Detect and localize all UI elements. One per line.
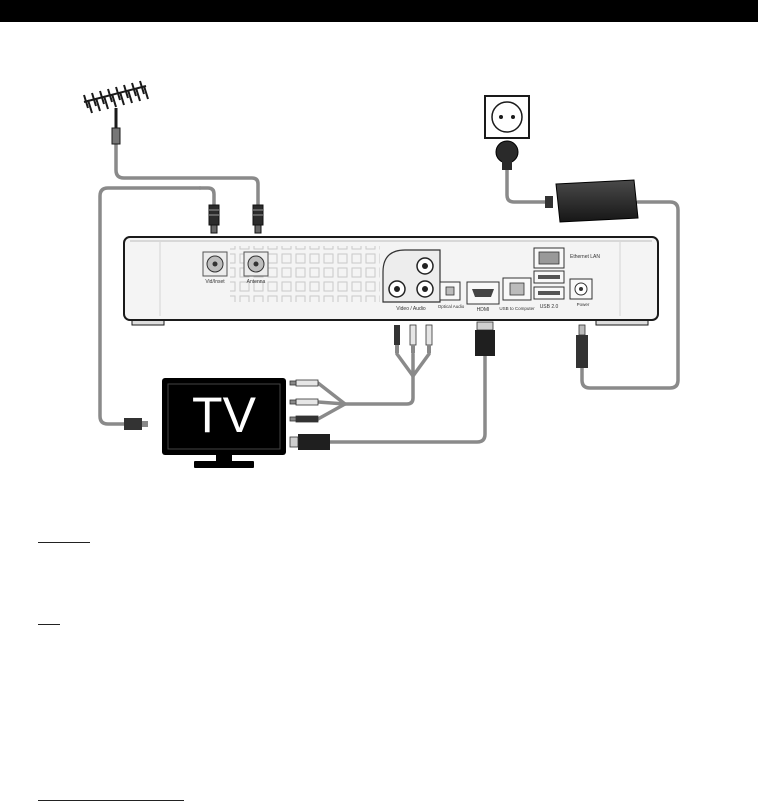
port-label-ethernet: Ethernet LAN [570, 254, 600, 260]
coax-plug-left [208, 204, 220, 234]
port-label-usb-computer: USB to Computer [499, 306, 535, 311]
port-video-audio [382, 249, 441, 303]
port-antenna [243, 251, 269, 277]
cable-composite [343, 374, 415, 406]
underline-mark-3 [38, 800, 184, 801]
coax-plug-right [252, 204, 264, 234]
hdmi-plug-device-side [475, 321, 495, 356]
television: TV [162, 378, 286, 468]
port-label-antenna: Antenna [247, 279, 266, 285]
underline-mark-1 [38, 542, 90, 543]
rca-plugs-tv-side [289, 379, 319, 423]
port-label-hdmi: HDMI [477, 307, 490, 313]
hdmi-plug-tv-side [289, 434, 330, 450]
tv-screen [167, 383, 281, 450]
cable-psu-device [580, 200, 680, 390]
port-label-optical: Optical Audio [438, 304, 465, 309]
power-plug [495, 140, 519, 170]
port-optical [439, 281, 461, 301]
underline-mark-2 [38, 624, 60, 625]
power-supply [545, 179, 639, 223]
cable-loop-tv [98, 186, 202, 426]
power-plug-device-side [576, 324, 588, 368]
tv-neck [216, 455, 232, 461]
port-label-power: Power [577, 302, 590, 307]
cable-composite-legs [395, 352, 431, 378]
tv-label: TV [192, 387, 257, 443]
cable-antenna-branch [198, 186, 216, 207]
cable-antenna-mast [114, 138, 260, 207]
header-bar [0, 0, 758, 22]
wall-socket [484, 95, 530, 139]
port-label-video-audio: Video / Audio [396, 306, 426, 312]
receiver-device: Vid/Inset Antenna Video / Audio Optical … [123, 236, 659, 326]
cable-composite-fan [316, 381, 347, 421]
port-usb-computer [502, 277, 532, 301]
antenna-mast-base [111, 127, 121, 145]
port-label-usb2: USB 2.0 [540, 304, 559, 310]
coax-plug-tv-side [124, 418, 148, 430]
cable-hdmi [328, 354, 487, 444]
port-hdmi [466, 281, 500, 305]
port-label-vhf: Vid/Inset [205, 279, 225, 285]
port-vhf [202, 251, 228, 277]
tv-stand [194, 461, 254, 468]
tv-antenna [83, 80, 149, 145]
cables [98, 138, 680, 444]
port-ethernet [533, 247, 565, 269]
antenna-elements [83, 80, 149, 114]
port-usb2 [533, 270, 565, 300]
rca-plugs-device-side [394, 324, 433, 353]
cable-power-plug [505, 166, 547, 204]
port-power [569, 278, 593, 300]
